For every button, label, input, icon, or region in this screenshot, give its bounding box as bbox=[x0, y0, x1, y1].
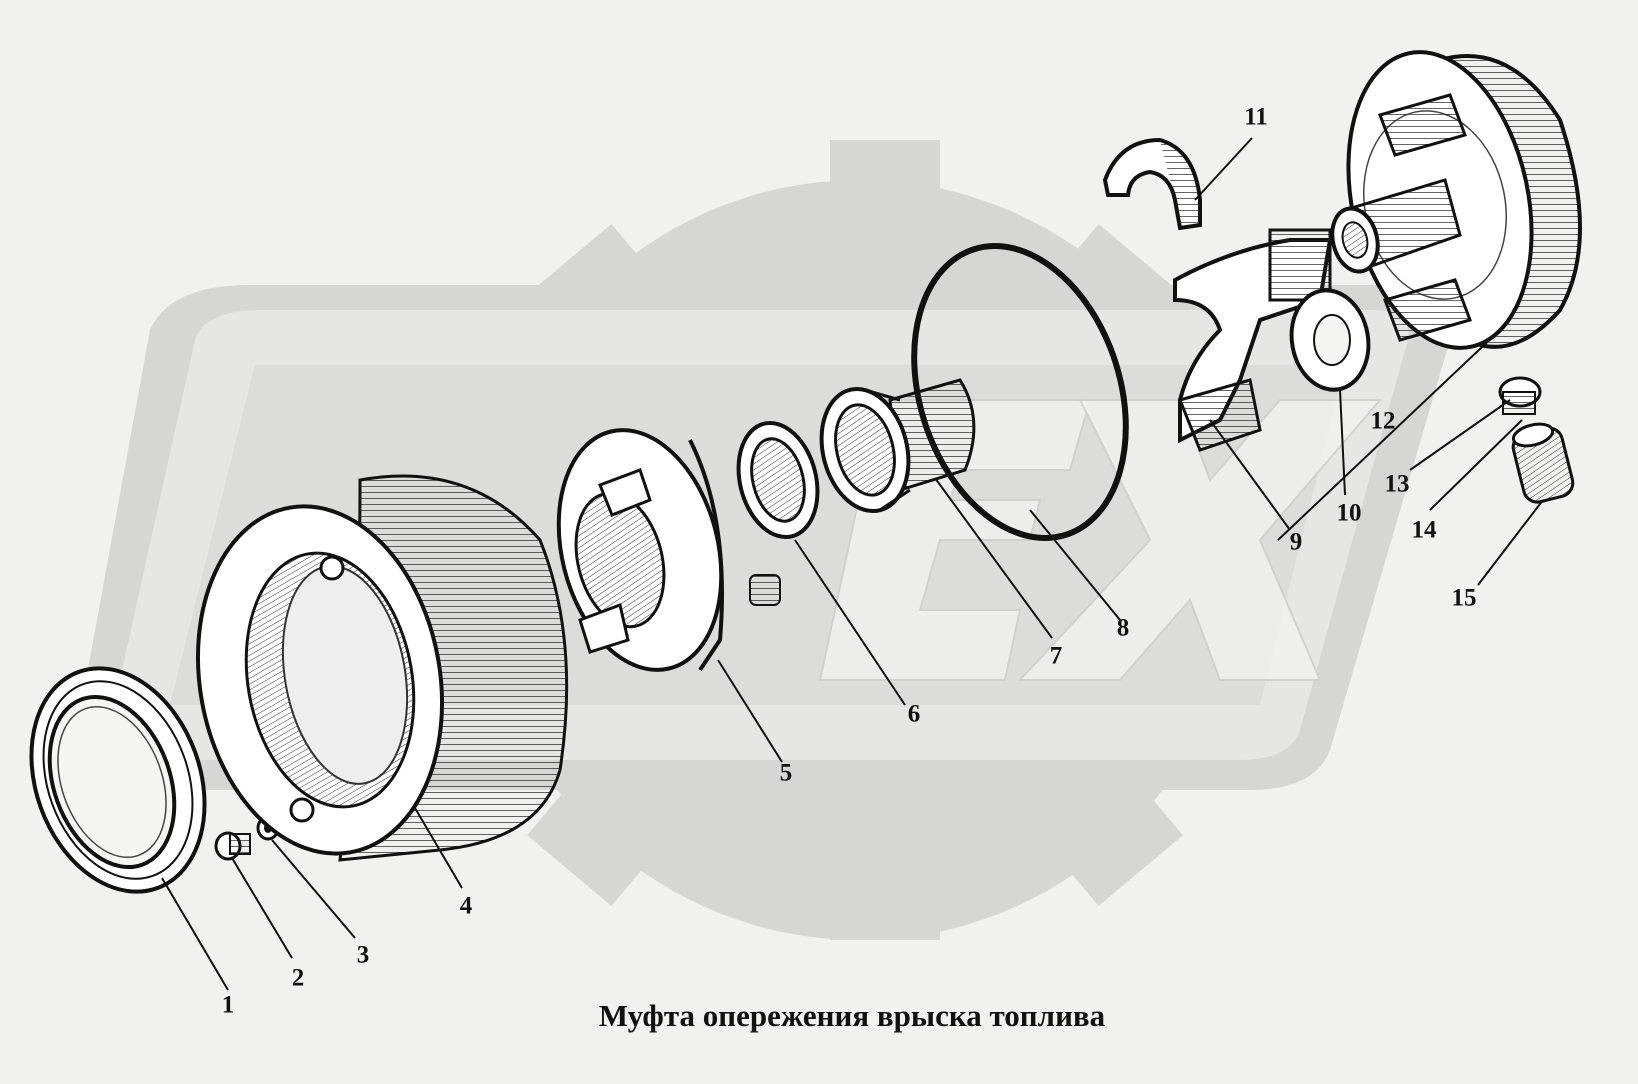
callout-5: 5 bbox=[779, 759, 793, 787]
diagram-caption: Муфта опережения врыска топлива bbox=[598, 998, 1106, 1033]
callout-2: 2 bbox=[291, 964, 305, 992]
cup-part-13 bbox=[1498, 376, 1542, 415]
callout-12: 12 bbox=[1370, 407, 1396, 435]
half-coupling-part-5 bbox=[556, 428, 781, 672]
callout-9: 9 bbox=[1289, 528, 1303, 556]
callout-11: 11 bbox=[1244, 103, 1268, 131]
leader-lines bbox=[161, 137, 1544, 991]
screw-part-2 bbox=[214, 831, 251, 861]
callout-6: 6 bbox=[907, 700, 921, 728]
callout-8: 8 bbox=[1116, 614, 1130, 642]
segment-part-11 bbox=[1102, 137, 1202, 231]
bushing-ring-part-6 bbox=[736, 420, 820, 540]
callout-7: 7 bbox=[1049, 642, 1063, 670]
spring-part-15 bbox=[1511, 422, 1575, 504]
o-ring-part-8 bbox=[911, 243, 1129, 541]
callout-13: 13 bbox=[1384, 470, 1410, 498]
callout-14: 14 bbox=[1411, 516, 1437, 544]
callout-4: 4 bbox=[459, 892, 473, 920]
flat-washer-part-10 bbox=[1289, 288, 1371, 392]
driven-half-coupling-part-12 bbox=[1330, 50, 1582, 350]
weight-part-9 bbox=[1173, 228, 1333, 452]
callout-3: 3 bbox=[356, 941, 370, 969]
callout-10: 10 bbox=[1336, 499, 1362, 527]
callout-1: 1 bbox=[221, 991, 235, 1019]
callout-15: 15 bbox=[1451, 584, 1477, 612]
seal-ring-part-1 bbox=[29, 666, 207, 894]
housing-part-4 bbox=[195, 474, 569, 862]
